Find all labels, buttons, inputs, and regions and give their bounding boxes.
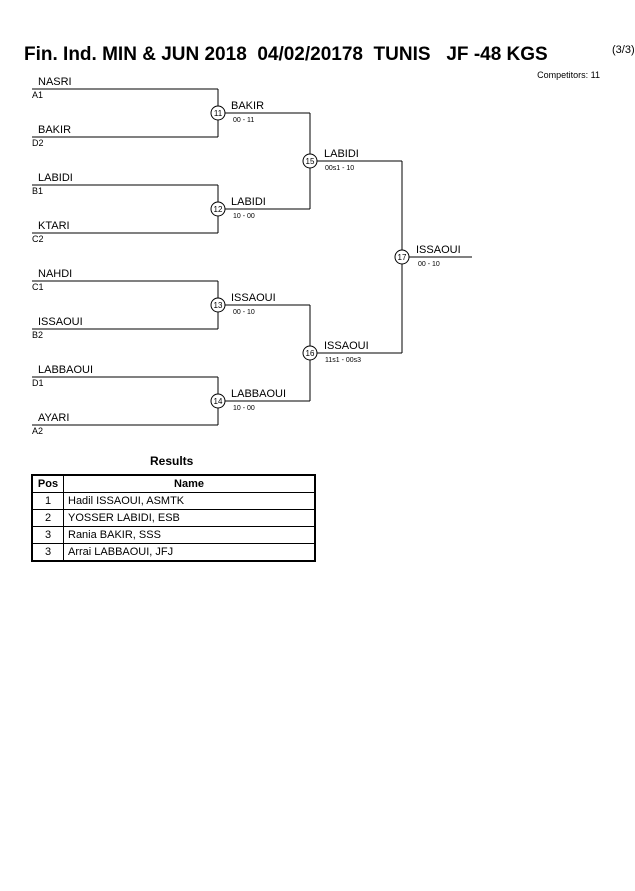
entry-position: D1 [32,378,44,388]
results-table: Pos Name 1 Hadil ISSAOUI, ASMTK 2 YOSSER… [31,474,316,562]
entry-name: LABBAOUI [38,364,93,376]
match-score: 10 - 00 [233,213,255,220]
result-pos: 3 [31,543,64,562]
match-circle [210,393,226,409]
winner-name: BAKIR [231,100,264,112]
table-row: 3 Rania BAKIR, SSS [31,526,316,544]
match-score: 00 - 10 [233,309,255,316]
entry-position: A2 [32,426,43,436]
entry-position: B1 [32,186,43,196]
match-score: 00s1 - 10 [325,165,354,172]
entry-position: B2 [32,330,43,340]
match-number: 15 [306,157,315,166]
result-name: Hadil ISSAOUI, ASMTK [63,492,316,510]
result-name: Rania BAKIR, SSS [63,526,316,544]
pos-header: Pos [31,474,64,493]
match-number: 11 [214,109,223,118]
results-title: Results [150,454,194,468]
match-number: 17 [398,253,407,262]
name-header: Name [63,474,316,493]
result-name: YOSSER LABIDI, ESB [63,509,316,527]
entry-name: LABIDI [38,172,73,184]
winner-name: LABIDI [324,148,359,160]
table-row: 3 Arrai LABBAOUI, JFJ [31,543,316,562]
entry-name: ISSAOUI [38,316,83,328]
page-number: (3/3) [612,44,635,56]
result-name: Arrai LABBAOUI, JFJ [63,543,316,562]
entry-name: AYARI [38,412,69,424]
winner-name: ISSAOUI [231,292,276,304]
entry-position: A1 [32,90,43,100]
match-circle [394,249,410,265]
table-row: 2 YOSSER LABIDI, ESB [31,509,316,527]
final-winner-name: ISSAOUI [416,244,461,256]
match-number: 14 [214,397,223,406]
competitors-count: Competitors: 11 [537,70,600,80]
winner-name: LABBAOUI [231,388,286,400]
result-pos: 1 [31,492,64,510]
entry-position: C1 [32,282,44,292]
match-number: 16 [306,349,315,358]
entry-name: NASRI [38,76,72,88]
match-circle [210,201,226,217]
page-title: Fin. Ind. MIN & JUN 2018 04/02/20178 TUN… [24,44,548,65]
results-header-row: Pos Name [31,474,316,493]
match-circle [302,345,318,361]
result-pos: 2 [31,509,64,527]
entry-name: NAHDI [38,268,72,280]
entry-name: KTARI [38,220,70,232]
result-pos: 3 [31,526,64,544]
match-circle [210,105,226,121]
match-number: 13 [214,301,223,310]
entry-name: BAKIR [38,124,71,136]
entry-position: D2 [32,138,44,148]
match-score: 00 - 11 [233,117,254,124]
match-score: 11s1 - 00s3 [325,357,361,364]
final-score: 00 - 10 [418,261,440,268]
table-row: 1 Hadil ISSAOUI, ASMTK [31,492,316,510]
match-circle [210,297,226,313]
winner-name: ISSAOUI [324,340,369,352]
match-score: 10 - 00 [233,405,255,412]
entry-position: C2 [32,234,44,244]
winner-name: LABIDI [231,196,266,208]
match-circle [302,153,318,169]
match-number: 12 [214,205,223,214]
